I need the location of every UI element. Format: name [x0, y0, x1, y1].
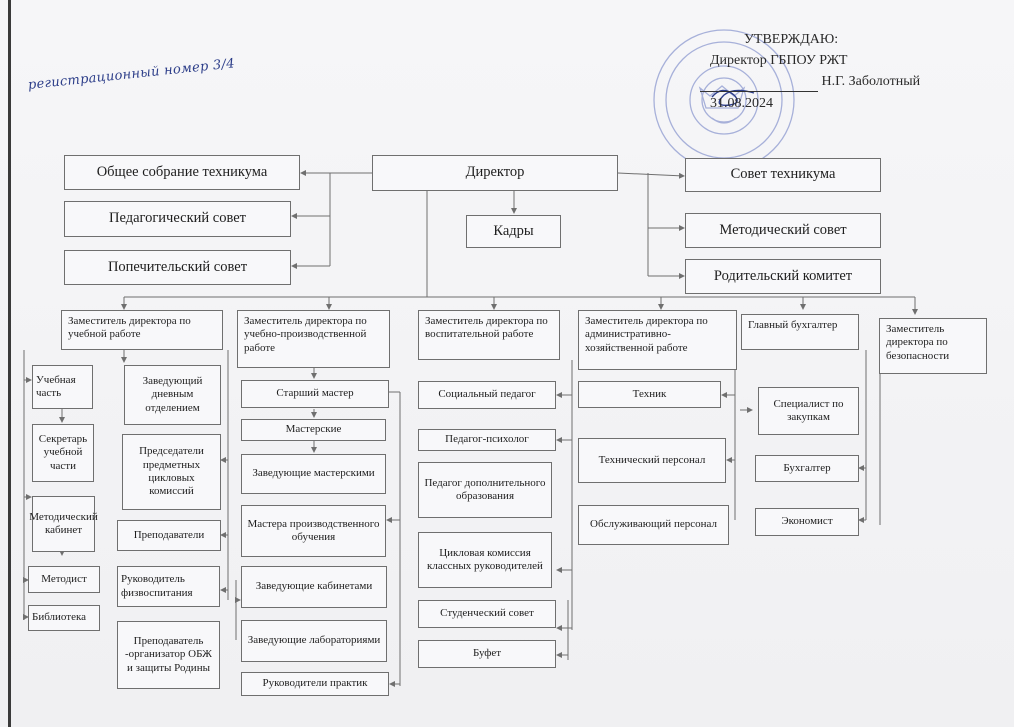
psychologist-box: Педагог-психолог — [418, 429, 556, 451]
approval-signatory: Н.Г. Заболотный — [700, 72, 920, 92]
student-council-box: Студенческий совет — [418, 600, 556, 628]
approval-position: Директор ГБПОУ РЖТ — [710, 53, 848, 68]
deputy-industrial-box: Заместитель директора по учебно-производ… — [237, 310, 390, 368]
senior-master-box: Старший мастер — [241, 380, 389, 408]
library-box: Библиотека — [28, 605, 100, 631]
approval-date: 31.08.2024 — [710, 96, 773, 111]
approval-title: УТВЕРЖДАЮ: — [744, 32, 839, 47]
canteen-box: Буфет — [418, 640, 556, 668]
methodical-office-box: Методический кабинет — [29, 496, 98, 552]
methodist-box: Методист — [28, 566, 100, 593]
parent-committee-box: Родительский комитет — [685, 259, 881, 294]
staff-box: Кадры — [466, 215, 561, 248]
teachers-box: Преподаватели — [117, 520, 221, 551]
pedagogical-council-box: Педагогический совет — [64, 201, 291, 237]
deputy-academic-box: Заместитель директора по учебной работе — [61, 310, 223, 350]
technical-staff-box: Технический персонал — [578, 438, 726, 483]
technician-box: Техник — [578, 381, 721, 408]
masters-box: Мастера производственного обучения — [241, 505, 386, 557]
accountant-box: Бухгалтер — [755, 455, 859, 482]
study-secretary-box: Секретарь учебной части — [32, 424, 94, 482]
obzh-teacher-box: Преподаватель -организатор ОБЖ и защиты … — [117, 621, 220, 689]
procurement-box: Специалист по закупкам — [758, 387, 859, 435]
pe-head-box: Руководитель физвоспитания — [117, 566, 220, 607]
economist-box: Экономист — [755, 508, 859, 536]
study-part-box: Учебная часть — [32, 365, 93, 409]
general-meeting-box: Общее собрание техникума — [64, 155, 300, 190]
chief-accountant-box: Главный бухгалтер — [741, 314, 859, 350]
additional-ed-box: Педагог дополнительного образования — [418, 462, 552, 518]
practice-heads-box: Руководители практик — [241, 672, 389, 696]
approval-signatory-name: Н.Г. Заболотный — [821, 74, 921, 89]
technikum-council-box: Совет техникума — [685, 158, 881, 192]
lab-heads-box: Заведующие лабораториями — [241, 620, 387, 662]
board-of-trustees-box: Попечительский совет — [64, 250, 291, 285]
workshop-heads-box: Заведующие мастерскими — [241, 454, 386, 494]
deputy-security-box: Заместитель директора по безопасности — [879, 318, 987, 374]
day-department-head-box: Заведующий дневным отделением — [124, 365, 221, 425]
social-teacher-box: Социальный педагог — [418, 381, 556, 409]
page-edge — [8, 0, 11, 727]
methodical-council-box: Методический совет — [685, 213, 881, 248]
committee-chairs-box: Председатели предметных цикловых комисси… — [122, 434, 221, 510]
workshops-box: Мастерские — [241, 419, 386, 441]
deputy-administrative-box: Заместитель директора по административно… — [578, 310, 737, 370]
office-heads-box: Заведующие кабинетами — [241, 566, 387, 608]
service-staff-box: Обслуживающий персонал — [578, 505, 729, 545]
director-box: Директор — [372, 155, 618, 191]
class-commission-box: Цикловая комиссия классных руководителей — [418, 532, 552, 588]
deputy-educational-box: Заместитель директора по воспитательной … — [418, 310, 560, 360]
signature-line — [700, 77, 818, 92]
